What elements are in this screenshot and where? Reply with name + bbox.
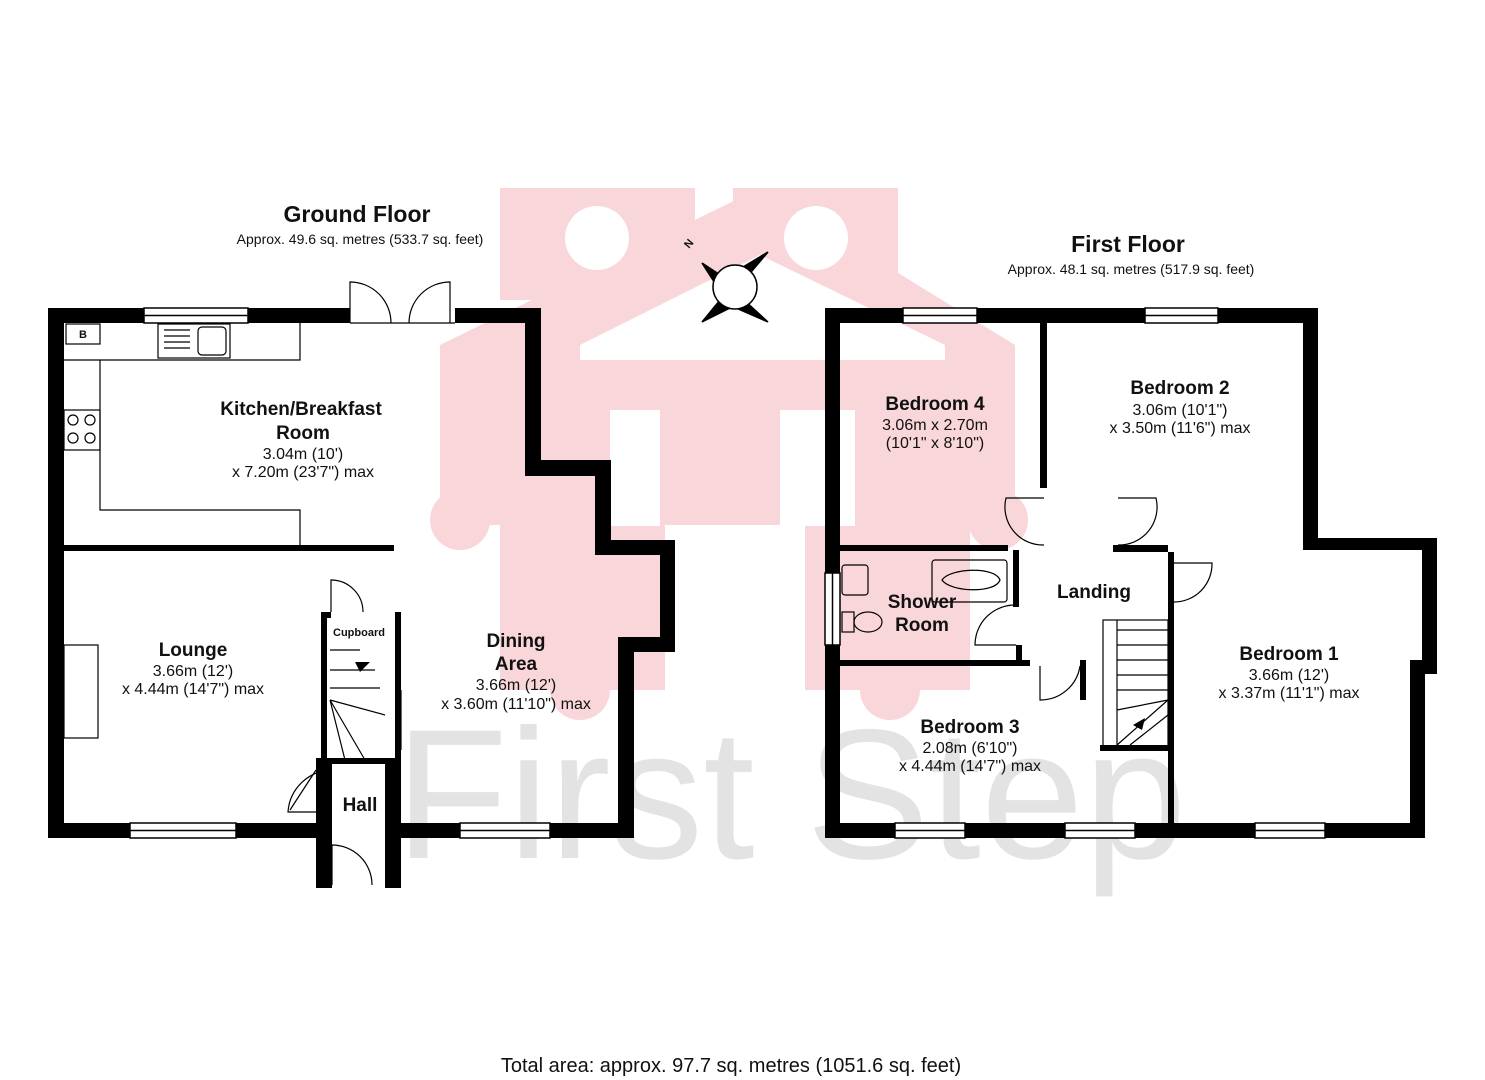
ground-floor-walls: [48, 308, 675, 888]
dining-name-line2: Area: [495, 654, 538, 675]
stair-arrow: [355, 662, 370, 672]
ground-floor-title: Ground Floor: [284, 201, 431, 227]
shower-room-name-line1: Shower: [888, 592, 957, 613]
total-area: Total area: approx. 97.7 sq. metres (105…: [501, 1055, 961, 1077]
first-floor-fittings: [841, 497, 1213, 748]
lounge-name: Lounge: [159, 640, 228, 661]
lounge-dim-line2: x 4.44m (14'7") max: [122, 681, 264, 698]
ground-floor-windows: [129, 307, 551, 839]
bedroom1-name: Bedroom 1: [1239, 644, 1339, 665]
bedroom2-name: Bedroom 2: [1130, 378, 1229, 399]
dining-name-line1: Dining: [486, 631, 545, 652]
first-floor-walls: [825, 308, 1437, 838]
landing-name: Landing: [1057, 582, 1131, 603]
first-floor-windows: [824, 307, 1326, 839]
kitchen-dim-line2: x 7.20m (23'7") max: [232, 464, 374, 481]
logo-cutouts: [565, 206, 945, 526]
cupboard-name: Cupboard: [333, 627, 385, 639]
bedroom4-dim-line1: 3.06m x 2.70m: [882, 417, 988, 434]
dining-dim-line1: 3.66m (12'): [476, 677, 556, 694]
bedroom1-dim-line1: 3.66m (12'): [1249, 667, 1329, 684]
bedroom3-dim-line2: x 4.44m (14'7") max: [899, 758, 1041, 775]
bedroom3-name: Bedroom 3: [920, 717, 1019, 738]
first-floor-title: First Floor: [1071, 231, 1185, 257]
kitchen-name-line2: Room: [276, 423, 330, 444]
compass-icon: [701, 251, 769, 323]
boiler-label: B: [79, 329, 87, 341]
kitchen-dim-line1: 3.04m (10'): [263, 446, 343, 463]
shower-room-name-line2: Room: [895, 615, 949, 636]
bedroom2-dim-line1: 3.06m (10'1"): [1133, 402, 1228, 419]
dining-dim-line2: x 3.60m (11'10") max: [441, 696, 591, 713]
bedroom2-dim-line2: x 3.50m (11'6") max: [1110, 420, 1251, 437]
bedroom3-dim-line1: 2.08m (6'10"): [923, 740, 1018, 757]
kitchen-name-line1: Kitchen/Breakfast: [220, 399, 382, 420]
bedroom1-dim-line2: x 3.37m (11'1") max: [1219, 685, 1360, 702]
bedroom4-dim-line2: (10'1" x 8'10"): [886, 435, 984, 452]
kitchen-fittings: [63, 281, 455, 886]
ground-floor-area: Approx. 49.6 sq. metres (533.7 sq. feet): [237, 231, 484, 247]
first-floor-area: Approx. 48.1 sq. metres (517.9 sq. feet): [1008, 261, 1255, 277]
hall-name: Hall: [343, 795, 378, 816]
lounge-dim-line1: 3.66m (12'): [153, 663, 233, 680]
watermark-text: First Step: [395, 692, 1187, 898]
stair-arrow-first: [1133, 718, 1145, 730]
bedroom4-name: Bedroom 4: [885, 394, 985, 415]
